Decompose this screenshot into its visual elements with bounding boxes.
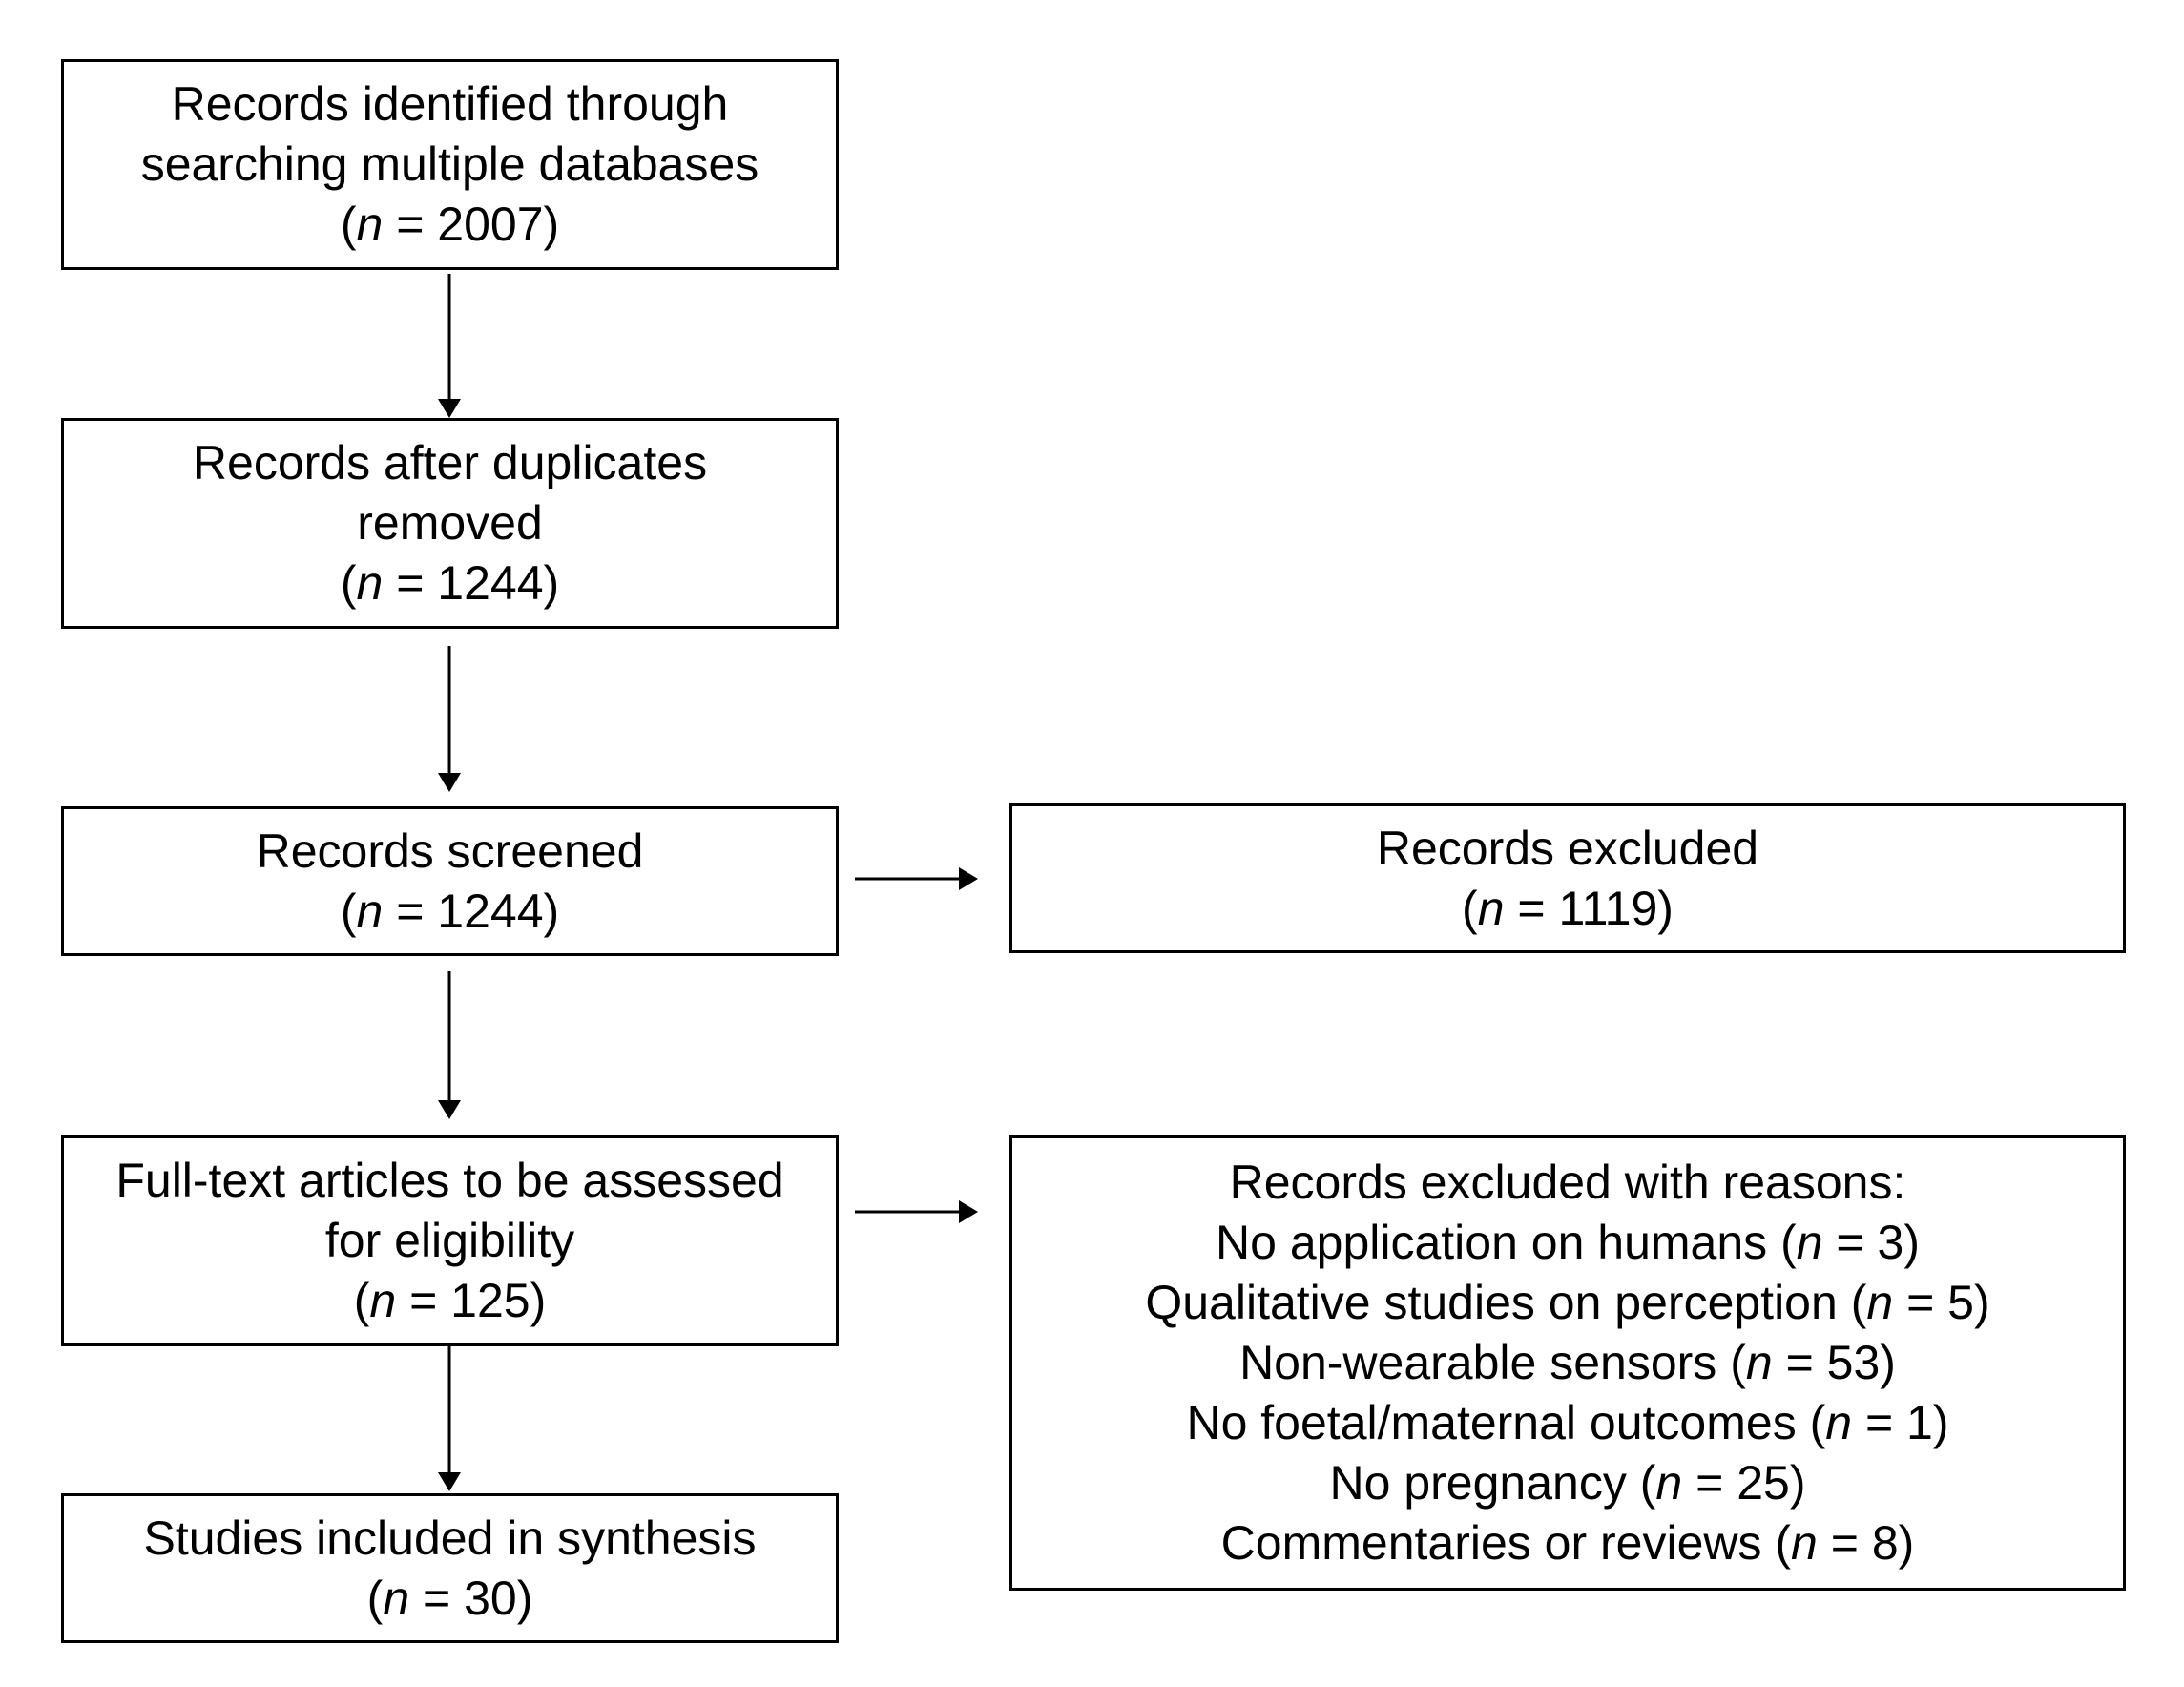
equals-sign: =	[1893, 1276, 1948, 1329]
box-text-line: Records excluded	[1376, 821, 1759, 875]
box-text-line: searching multiple databases	[140, 137, 759, 191]
count-label: (n = 1119)	[1462, 881, 1674, 935]
reason-count: 25	[1737, 1456, 1790, 1510]
records-screened-box: Records screened (n = 1244)	[61, 806, 839, 956]
count-value: 1244	[437, 884, 544, 938]
count-value: 1244	[437, 556, 544, 610]
arrow-duplicates-to-screened	[438, 646, 461, 792]
reasons-heading: Records excluded with reasons:	[1229, 1156, 1906, 1209]
records-excluded-box: Records excluded (n = 1119)	[1009, 803, 2126, 953]
n-symbol: n	[356, 884, 384, 938]
n-symbol: n	[1655, 1456, 1683, 1510]
count-label: (n = 1244)	[340, 556, 560, 610]
n-symbol: n	[369, 1274, 397, 1327]
count-label: (n = 30)	[366, 1571, 533, 1625]
exclusion-reasons-box: Records excluded with reasons: No applic…	[1009, 1135, 2126, 1591]
count-label: (n = 1244)	[340, 884, 560, 938]
box-text-line: Records identified through	[171, 77, 729, 131]
reason-label: Non-wearable sensors	[1239, 1336, 1717, 1389]
count-value: 1119	[1558, 881, 1658, 935]
reason-item: Qualitative studies on perception (n = 5…	[1145, 1276, 1990, 1329]
n-symbol: n	[1866, 1276, 1894, 1329]
reason-count: 8	[1871, 1516, 1899, 1570]
count-value: 30	[464, 1571, 517, 1625]
studies-included-box: Studies included in synthesis (n = 30)	[61, 1493, 839, 1643]
n-symbol: n	[1796, 1216, 1823, 1269]
equals-sign: =	[383, 198, 438, 251]
reason-item: No pregnancy (n = 25)	[1329, 1456, 1806, 1510]
box-text-line: Records screened	[256, 823, 644, 878]
reason-item: No application on humans (n = 3)	[1216, 1216, 1920, 1269]
count-value: 125	[450, 1274, 530, 1327]
equals-sign: =	[1504, 881, 1559, 935]
n-symbol: n	[1825, 1396, 1853, 1449]
arrow-screened-to-excluded	[855, 867, 978, 890]
equals-sign: =	[1852, 1396, 1907, 1449]
n-symbol: n	[356, 556, 384, 610]
box-text-line: Records after duplicates	[192, 436, 708, 489]
equals-sign: =	[1772, 1336, 1827, 1389]
reason-item: Non-wearable sensors (n = 53)	[1239, 1336, 1896, 1389]
n-symbol: n	[1791, 1516, 1818, 1570]
n-symbol: n	[356, 198, 384, 251]
equals-sign: =	[1822, 1216, 1878, 1269]
reason-item: No foetal/maternal outcomes (n = 1)	[1186, 1396, 1949, 1449]
arrow-fulltext-to-included	[438, 1346, 461, 1491]
equals-sign: =	[1817, 1516, 1872, 1570]
n-symbol: n	[1745, 1336, 1773, 1389]
box-text-line: Studies included in synthesis	[143, 1510, 757, 1565]
reason-label: No foetal/maternal outcomes	[1186, 1396, 1797, 1449]
box-text-line: for eligibility	[324, 1214, 575, 1267]
full-text-articles-box: Full-text articles to be assessed for el…	[61, 1135, 839, 1346]
records-after-duplicates-box: Records after duplicates removed (n = 12…	[61, 418, 839, 629]
count-value: 2007	[437, 198, 544, 251]
arrow-fulltext-to-reasons	[855, 1200, 978, 1223]
equals-sign: =	[409, 1571, 465, 1625]
equals-sign: =	[396, 1274, 451, 1327]
arrow-screened-to-fulltext	[438, 971, 461, 1119]
reason-item: Commentaries or reviews (n = 8)	[1220, 1516, 1915, 1570]
records-identified-box: Records identified through searching mul…	[61, 59, 839, 270]
reason-label: No application on humans	[1216, 1216, 1768, 1269]
box-text-line: Full-text articles to be assessed	[115, 1154, 784, 1207]
reason-count: 53	[1826, 1336, 1881, 1389]
reason-label: No pregnancy	[1329, 1456, 1627, 1510]
reason-count: 1	[1906, 1396, 1933, 1449]
count-label: (n = 2007)	[340, 198, 560, 251]
box-text-line: removed	[357, 496, 543, 550]
reason-count: 3	[1877, 1216, 1904, 1269]
equals-sign: =	[1682, 1456, 1737, 1510]
count-label: (n = 125)	[353, 1274, 547, 1327]
equals-sign: =	[383, 884, 438, 938]
reason-count: 5	[1947, 1276, 1974, 1329]
n-symbol: n	[1477, 881, 1505, 935]
arrow-identified-to-duplicates	[438, 274, 461, 418]
n-symbol: n	[383, 1571, 410, 1625]
reason-label: Qualitative studies on perception	[1145, 1276, 1838, 1329]
reason-label: Commentaries or reviews	[1220, 1516, 1762, 1570]
equals-sign: =	[383, 556, 438, 610]
